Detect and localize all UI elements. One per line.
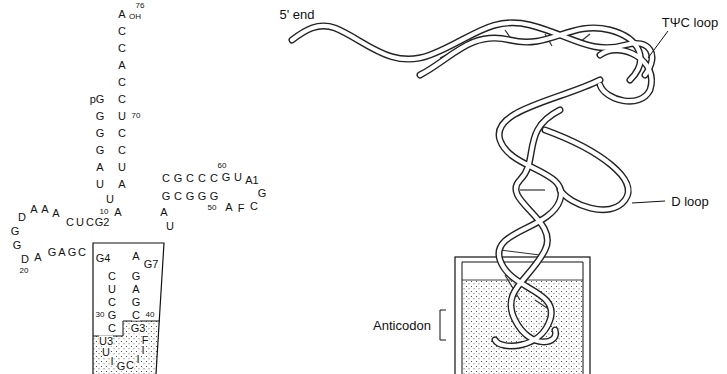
base-letter: G [108,310,117,321]
base-letter: G7 [144,259,159,270]
base-letter: C [118,94,126,105]
base-letter: U [102,347,110,358]
base-letter: U [96,179,104,190]
base-letter: G [222,172,231,183]
base-letter: A [114,207,121,218]
base-letter: F [238,203,245,214]
base-letter: C [174,191,182,202]
base-letter: G [117,361,126,372]
base-letter: A1 [245,175,258,186]
position-number: 76 [136,2,145,10]
base-letter: A [132,251,139,262]
part-label: TΨC loop [662,16,718,29]
position-number: OH [129,13,141,21]
base-letter: G [174,173,183,184]
base-letter: C [162,173,170,184]
position-number: 50 [208,204,217,212]
base-letter: C [66,217,74,228]
base-letter: A [58,247,65,258]
anticodon-bracket [440,310,446,340]
position-number: 30 [96,311,105,319]
base-letter: U3 [99,336,113,347]
base-letter: G [96,145,105,156]
base-letter: I [110,356,113,367]
ribbon-outline [292,23,652,346]
base-letter: A [132,284,139,295]
anticodon-box [93,243,164,374]
base-letter: G [186,191,195,202]
base-letter: G [13,240,22,251]
part-label: Anticodon [373,319,431,332]
base-letter: G [132,271,141,282]
base-letter: D [18,212,26,223]
base-letter: C [132,310,140,321]
base-letter: G2 [95,217,110,228]
base-letter: G [96,111,105,122]
base-letter: C [118,26,126,37]
base-letter: I [136,354,139,365]
stippled-region [93,321,160,374]
base-letter: F [142,335,149,346]
base-letter: G [96,128,105,139]
part-label: 5' end [279,8,314,21]
base-letter: G3 [131,323,146,334]
base-letter: G4 [96,253,111,264]
base-letter: C [118,145,126,156]
base-letter: U [118,111,126,122]
base-letter: G [210,191,219,202]
base-letter: A [30,204,37,215]
stipple-boundary [93,321,160,336]
leader-line [648,31,668,58]
base-letter: A [118,9,125,20]
base-letter: G [11,226,20,237]
base-letter: A [41,204,48,215]
base-letter: C [186,173,194,184]
base-pair-rungs [440,30,590,310]
base-letter: C [250,201,258,212]
base-letter: A [96,162,103,173]
base-letter: C [108,297,116,308]
base-letter: U [166,221,174,232]
base-letter: A [160,207,167,218]
position-number: 10 [100,208,109,216]
base-letter: G [48,247,57,258]
base-letter: D [21,254,29,265]
position-number: 70 [132,112,141,120]
base-letter: A [225,202,232,213]
base-letter: G [132,297,141,308]
base-letter: G [68,247,77,258]
base-letter: C [198,173,206,184]
part-label: D loop [671,195,709,208]
base-letter: C [108,271,116,282]
base-letter: C [118,128,126,139]
base-letter: U [108,284,116,295]
base-letter: A [118,60,125,71]
base-letter: A [52,208,59,219]
base-letter: A [34,252,41,263]
base-letter: G [198,191,207,202]
base-letter: U [118,162,126,173]
position-number: 40 [146,311,155,319]
base-letter: pG [90,94,105,105]
base-letter: U [234,172,242,183]
position-number: 20 [20,267,29,275]
base-letter: U [106,194,114,205]
position-number: 60 [218,162,227,170]
leader-line [632,201,665,203]
base-letter: C [78,247,86,258]
base-letter: C [118,77,126,88]
base-letter: C [126,360,134,371]
base-letter: C [108,323,116,334]
base-letter: C [118,43,126,54]
base-letter: G [258,188,267,199]
base-letter: G [162,191,171,202]
base-letter: C [210,173,218,184]
base-letter: U [76,217,84,228]
base-letter: I [141,345,144,356]
base-letter: A [118,179,125,190]
anticodon-box [455,257,590,374]
base-letter: C [86,217,94,228]
ribbon-core [292,23,652,346]
